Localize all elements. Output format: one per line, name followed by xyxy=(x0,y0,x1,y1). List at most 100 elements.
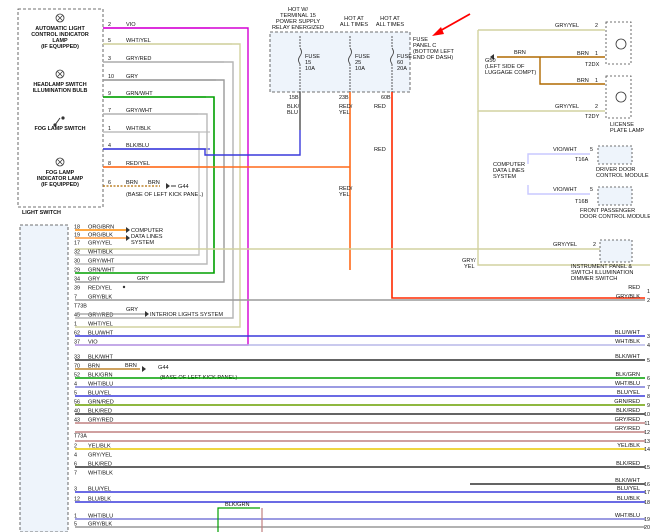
wire-color-label: GRY/ xyxy=(462,258,476,264)
wire-blk-blu xyxy=(103,130,301,156)
arrow-icon xyxy=(145,311,149,317)
fuse-wire-label: YEL xyxy=(339,110,350,116)
right-wire-label: GRN/RED xyxy=(614,399,640,405)
lamp-bulb-icon xyxy=(55,69,65,79)
pin-number: 2 xyxy=(595,23,598,29)
ground-arrow-icon xyxy=(490,54,494,60)
ground-id: G44 xyxy=(158,365,169,371)
lower-connector-box xyxy=(19,224,69,532)
wire-color-label: GRY xyxy=(88,277,100,283)
right-wire-label: BLK/WHT xyxy=(615,478,640,484)
fuse-label: 25 xyxy=(355,60,361,66)
right-wire-number: 7 xyxy=(647,385,650,391)
ground-wire-label: BRN xyxy=(148,180,160,186)
wire-color-label: GRN/WHT xyxy=(126,91,153,97)
pin-number: 30 xyxy=(74,259,80,265)
license-lamp-1 xyxy=(605,21,632,65)
pin-number: 19 xyxy=(74,233,80,239)
wire-color-label: BLK/WHT xyxy=(88,355,113,361)
wire-color-label: GRY/WHT xyxy=(88,259,115,265)
right-wire-label: WHT/BLU xyxy=(615,381,640,387)
fuse-wire-label: RED xyxy=(374,147,386,153)
pin-number: 1 xyxy=(108,126,111,132)
pin-number: 45 xyxy=(74,313,80,319)
pin-number: 6 xyxy=(108,180,111,186)
fuse-panel-label: FUSE xyxy=(413,37,428,43)
wire-gry-red xyxy=(75,61,234,319)
fuse-wire-label: BLK/ xyxy=(287,104,300,110)
pin-number: 2 xyxy=(593,242,596,248)
fuse-header: TERMINAL 15 xyxy=(280,13,316,19)
pin-number: 29 xyxy=(74,268,80,274)
pin-number: 32 xyxy=(74,250,80,256)
wire-color-label: GRN/WHT xyxy=(88,268,115,274)
fuse60-out xyxy=(391,92,645,299)
wire-color-label: GRY/YEL xyxy=(555,23,579,29)
wire-color-label: BRN xyxy=(514,50,526,56)
pin-number: 56 xyxy=(74,400,80,406)
pin-number: 62 xyxy=(74,331,80,337)
wire-color-label: GRY/YEL xyxy=(88,241,112,247)
fuse-label: 15 xyxy=(305,60,311,66)
right-wire-number: 16 xyxy=(644,482,650,488)
wire-gry xyxy=(75,79,225,283)
lamp-bulb-icon xyxy=(615,91,627,103)
arrow-icon xyxy=(126,235,130,241)
right-wire-label: GRY/BLK xyxy=(616,294,640,300)
fuse-header: POWER SUPPLY xyxy=(276,19,321,25)
pin-number: 5 xyxy=(108,38,111,44)
data-lines-label: SYSTEM xyxy=(493,174,516,180)
component-label: (IF EQUIPPED) xyxy=(41,182,79,188)
lamp-filament xyxy=(57,71,63,77)
pin-number: 3 xyxy=(108,56,111,62)
pin-number: 9 xyxy=(108,91,111,97)
pin-number: 1 xyxy=(74,322,77,328)
wire-color-label: GRY/YEL xyxy=(553,242,577,248)
pin-number: 1 xyxy=(595,78,598,84)
module-label: CONTROL MODULE xyxy=(596,173,649,179)
fuse-label: 20A xyxy=(397,66,407,72)
right-wire-number: 12 xyxy=(644,430,650,436)
fuse-label: FUSE xyxy=(305,54,320,60)
fuse-wire-label: RED/ xyxy=(339,104,353,110)
wire-color-label: VIO xyxy=(88,340,98,346)
wire-grn-wht xyxy=(75,96,215,274)
ground-description: (LEFT SIDE OF xyxy=(485,64,525,70)
component-label: LAMP xyxy=(52,38,68,44)
fuse-header: HOT W/ xyxy=(288,7,309,13)
lamp-bulb-icon xyxy=(55,13,65,23)
wire-color-label: BLK/RED xyxy=(88,462,112,468)
module-label: FRONT PASSENGER xyxy=(580,208,635,214)
component-label: FOG LAMP SWITCH xyxy=(34,126,85,132)
lamp-bulb-icon xyxy=(55,157,65,167)
ground-arrow-icon xyxy=(166,183,170,189)
right-wire-label: BLU/YEL xyxy=(617,390,640,396)
pin-number: 70 xyxy=(74,364,80,370)
wire-color-label: WHT/YEL xyxy=(88,322,113,328)
wire-color-label: BLU/WHT xyxy=(88,331,114,337)
fuse-element-icon xyxy=(298,47,302,65)
wire-color-label: BLU/YEL xyxy=(88,487,111,493)
lamp-filament xyxy=(57,159,63,165)
data-lines-label: COMPUTER xyxy=(131,228,163,234)
right-wire-label: WHT/BLK xyxy=(615,339,640,345)
right-wire-label: WHT/BLU xyxy=(615,513,640,519)
pin-number: 7 xyxy=(74,295,77,301)
fuse-label: FUSE xyxy=(355,54,370,60)
wire-color-label: GRY xyxy=(126,74,138,80)
right-wire-number: 17 xyxy=(644,490,650,496)
pin-number: 10 xyxy=(108,74,114,80)
right-wire-label: BLU/YEL xyxy=(617,486,640,492)
wire-color-label: GRY/WHT xyxy=(126,108,153,114)
right-wire-label: BLK/RED xyxy=(616,461,640,467)
pin-number: 4 xyxy=(74,453,77,459)
gry-yel-to-panel xyxy=(477,111,650,266)
interior-lights-label: INTERIOR LIGHTS SYSTEM xyxy=(150,312,223,318)
connector-id: T2DX xyxy=(585,62,600,68)
light-switch-title: LIGHT SWITCH xyxy=(22,210,61,216)
pin-number: T73A xyxy=(74,434,87,440)
driver-door-module xyxy=(597,145,633,165)
wire-color-label: VIO/WHT xyxy=(553,187,578,193)
wire-color-label: YEL xyxy=(464,264,475,270)
pointer-arrow xyxy=(437,13,471,33)
